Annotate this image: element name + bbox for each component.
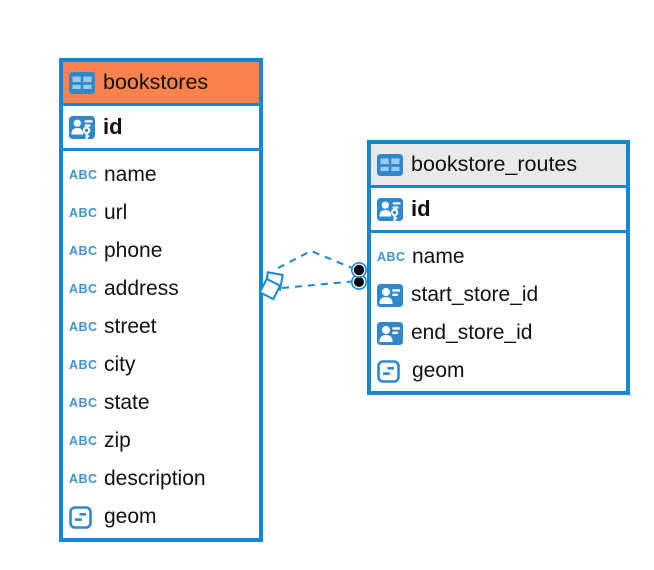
column-row-end-store-id[interactable]: end_store_id xyxy=(371,314,626,352)
primary-key-label: id xyxy=(411,196,431,221)
text-type-icon: ABC xyxy=(69,282,98,296)
table-title: bookstores xyxy=(103,70,209,94)
table-bookstores[interactable]: bookstores id ABC name ABC url xyxy=(59,58,263,542)
column-label: start_store_id xyxy=(411,283,539,306)
column-row-geom[interactable]: geom xyxy=(371,352,626,390)
text-type-icon: ABC xyxy=(69,244,98,258)
column-list: ABC name ABC url ABC phone ABC address A… xyxy=(63,151,259,536)
column-label: address xyxy=(104,277,179,300)
text-type-icon: ABC xyxy=(69,320,98,334)
text-type-icon: ABC xyxy=(69,206,98,220)
column-label: name xyxy=(104,163,157,186)
foreign-key-icon xyxy=(377,283,403,307)
geometry-type-icon xyxy=(69,505,92,529)
column-row-description[interactable]: ABC description xyxy=(63,460,259,498)
column-row-name[interactable]: ABC name xyxy=(63,156,259,194)
table-title: bookstore_routes xyxy=(411,152,578,176)
column-label: street xyxy=(104,315,157,338)
geometry-type-icon xyxy=(377,359,400,383)
column-label: state xyxy=(104,391,150,414)
text-type-icon: ABC xyxy=(69,358,98,372)
primary-key-label: id xyxy=(103,114,123,139)
column-label: geom xyxy=(412,359,465,382)
column-row-phone[interactable]: ABC phone xyxy=(63,232,259,270)
text-type-icon: ABC xyxy=(69,396,98,410)
primary-key-icon xyxy=(377,197,403,221)
relationship-line-2[interactable] xyxy=(281,280,358,289)
column-row-city[interactable]: ABC city xyxy=(63,346,259,384)
text-type-icon: ABC xyxy=(377,250,406,264)
column-label: geom xyxy=(104,505,157,528)
table-grid-icon xyxy=(69,71,95,94)
column-row-zip[interactable]: ABC zip xyxy=(63,422,259,460)
column-row-geom[interactable]: geom xyxy=(63,498,259,536)
column-label: city xyxy=(104,353,136,376)
circle-end-marker-2 xyxy=(350,273,367,290)
column-label: name xyxy=(412,245,465,268)
column-label: url xyxy=(104,201,128,224)
column-row-name[interactable]: ABC name xyxy=(371,238,626,276)
column-row-state[interactable]: ABC state xyxy=(63,384,259,422)
column-label: description xyxy=(104,467,206,490)
table-header-bookstore-routes[interactable]: bookstore_routes xyxy=(371,144,626,188)
table-header-bookstores[interactable]: bookstores xyxy=(63,62,259,106)
column-row-start-store-id[interactable]: start_store_id xyxy=(371,276,626,314)
column-row-id[interactable]: id xyxy=(63,106,259,151)
column-row-street[interactable]: ABC street xyxy=(63,308,259,346)
primary-key-icon xyxy=(69,115,95,139)
text-type-icon: ABC xyxy=(69,472,98,486)
table-grid-icon xyxy=(377,153,403,176)
relationship-line-1[interactable] xyxy=(277,249,358,271)
column-row-address[interactable]: ABC address xyxy=(63,270,259,308)
text-type-icon: ABC xyxy=(69,434,98,448)
column-row-id[interactable]: id xyxy=(371,188,626,233)
text-type-icon: ABC xyxy=(69,168,98,182)
column-label: zip xyxy=(104,429,131,452)
column-label: phone xyxy=(104,239,163,262)
column-list: ABC name start_store_id xyxy=(371,233,626,390)
foreign-key-icon xyxy=(377,321,403,345)
column-row-url[interactable]: ABC url xyxy=(63,194,259,232)
diamond-end-marker-1 xyxy=(264,271,284,291)
column-label: end_store_id xyxy=(411,321,533,344)
circle-end-marker-1 xyxy=(350,261,367,278)
table-bookstore-routes[interactable]: bookstore_routes id ABC name xyxy=(367,140,630,395)
